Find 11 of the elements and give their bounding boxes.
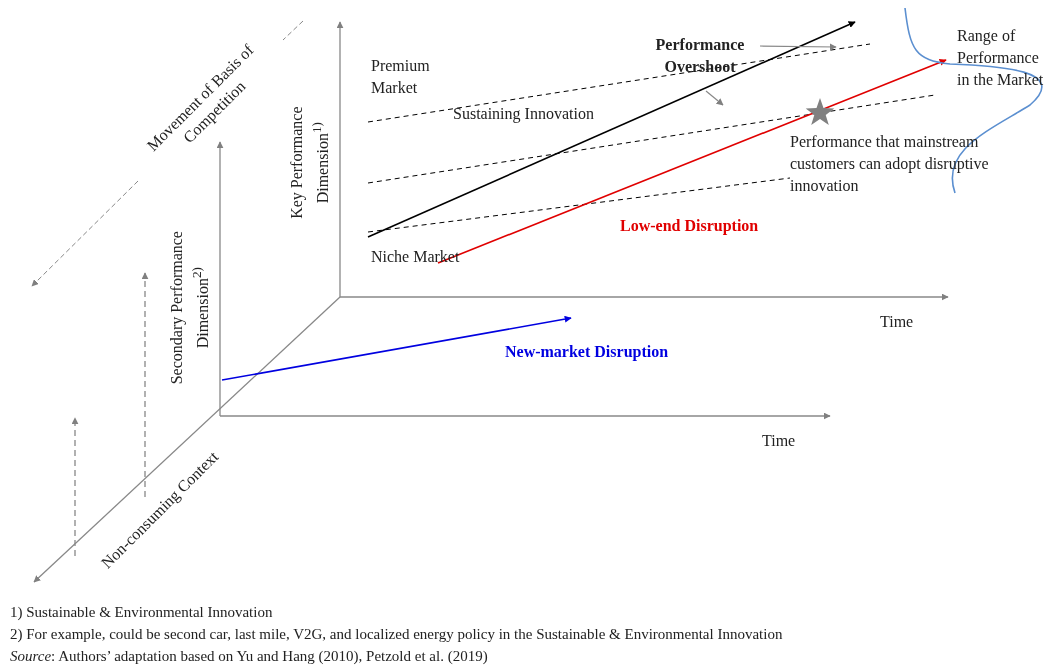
- footnote: 1) Sustainable & Environmental Innovation: [10, 603, 273, 622]
- axis-label: Time: [762, 431, 797, 451]
- trajectory-label: Low-end Disruption: [620, 216, 760, 237]
- region-label: Premium Market: [371, 56, 431, 98]
- trend-label: Sustaining Innovation: [453, 104, 595, 125]
- annotation-text: Performance Overshoot: [654, 35, 746, 77]
- axis-label: Time: [880, 312, 915, 332]
- trajectory-label: New-market Disruption: [505, 342, 670, 363]
- region-label: Niche Market: [371, 247, 461, 267]
- source-note: Source: Authors’ adaptation based on Yu and Hang (2010), Petzold et al. (2019): [10, 647, 488, 666]
- footnote: 2) For example, could be second car, last mile, V2G, and localized energy policy in the Sustainable & Environmental Innovation: [10, 625, 783, 644]
